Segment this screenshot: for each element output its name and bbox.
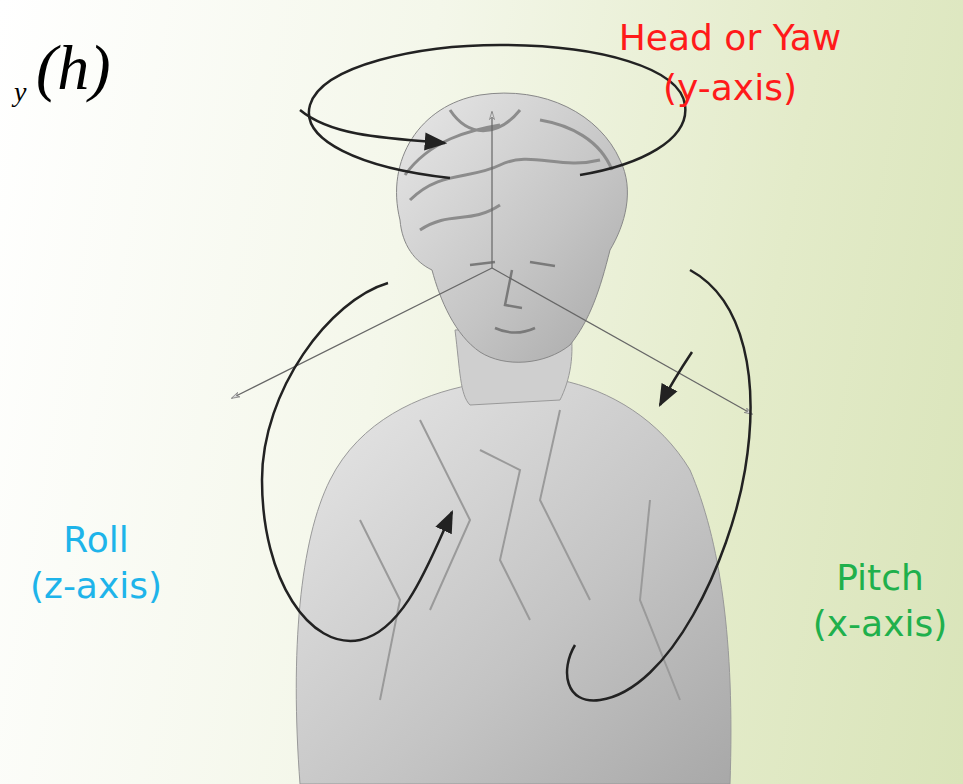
- axis-name: Head or Yaw: [619, 20, 841, 56]
- axis-label: (y-axis): [663, 70, 797, 106]
- formula-subscript: y: [14, 78, 26, 106]
- axis-name: Roll: [63, 522, 128, 558]
- axis-label: (x-axis): [813, 606, 948, 642]
- axis-label: (z-axis): [30, 568, 162, 604]
- axis-name: Pitch: [836, 560, 924, 596]
- formula-argument: (h): [36, 36, 111, 100]
